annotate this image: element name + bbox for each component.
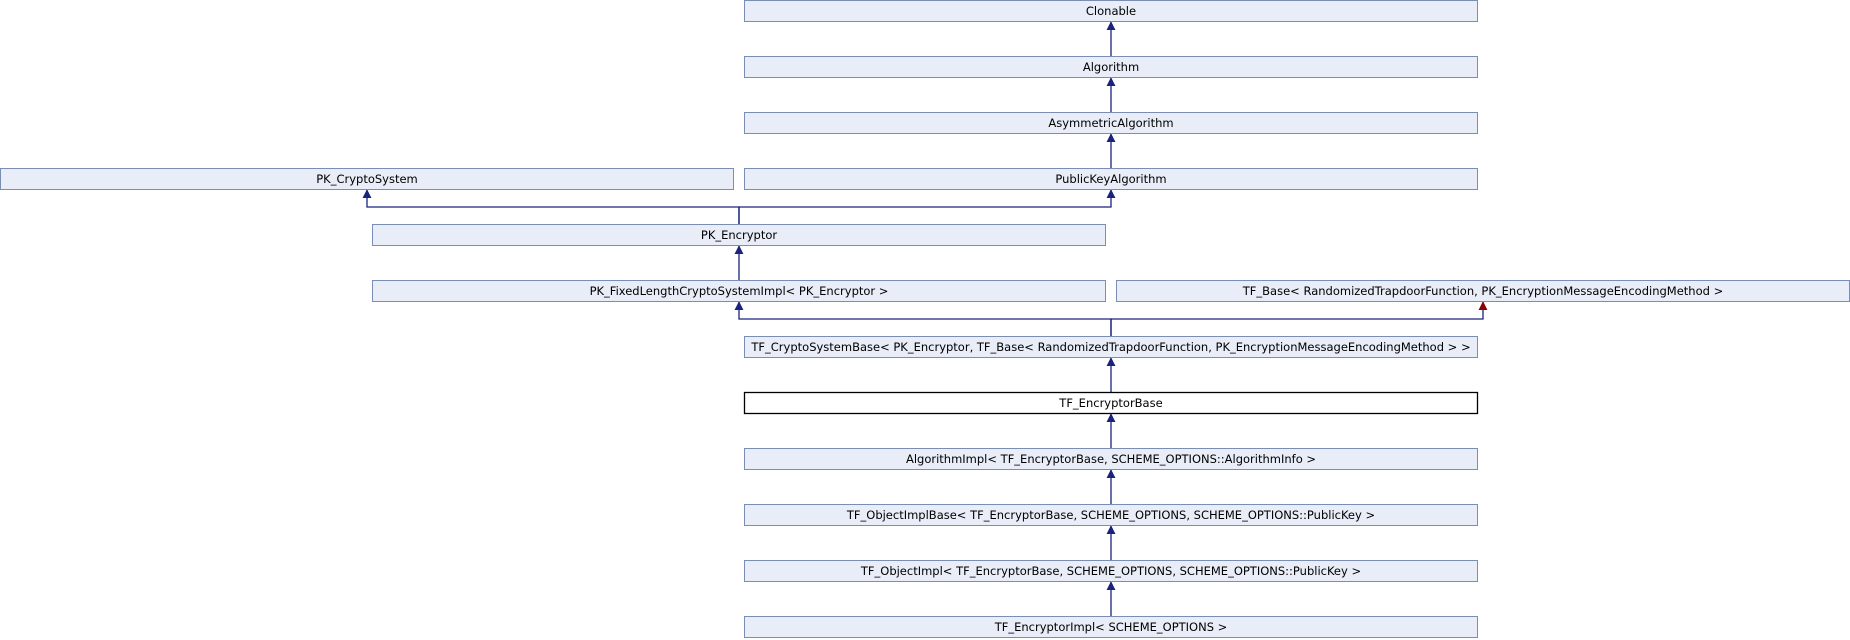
class-label: PublicKeyAlgorithm [1055,172,1166,186]
class-node-tfobjbase[interactable]: TF_ObjectImplBase< TF_EncryptorBase, SCH… [744,504,1478,526]
class-box [744,560,1478,582]
edge-tfcsb-to-tfbase [1110,301,1488,336]
edge-tfcsb-to-pkfixed [734,301,1112,336]
class-box [744,448,1478,470]
class-node-tfbase[interactable]: TF_Base< RandomizedTrapdoorFunction, PK_… [1116,280,1850,302]
edge-pkenc-to-pkcrypto [362,189,740,224]
class-node-clonable[interactable]: Clonable [744,0,1478,22]
class-node-tfobj[interactable]: TF_ObjectImpl< TF_EncryptorBase, SCHEME_… [744,560,1478,582]
class-node-algorithm[interactable]: Algorithm [744,56,1478,78]
class-box [744,616,1478,638]
class-node-algimpl[interactable]: AlgorithmImpl< TF_EncryptorBase, SCHEME_… [744,448,1478,470]
class-node-pkenc[interactable]: PK_Encryptor [372,224,1106,246]
class-node-pkcrypto[interactable]: PK_CryptoSystem [0,168,734,190]
class-label: TF_EncryptorBase [1058,396,1162,410]
class-label: TF_ObjectImpl< TF_EncryptorBase, SCHEME_… [860,564,1361,578]
class-box [744,168,1478,190]
class-label: TF_ObjectImplBase< TF_EncryptorBase, SCH… [846,508,1375,522]
class-label: Clonable [1086,4,1136,18]
class-label: TF_EncryptorImpl< SCHEME_OPTIONS > [994,620,1228,634]
class-box [744,112,1478,134]
edge-pkenc-to-pubkey [738,189,1116,224]
class-box [744,56,1478,78]
class-node-tfencimpl[interactable]: TF_EncryptorImpl< SCHEME_OPTIONS > [744,616,1478,638]
class-label: AlgorithmImpl< TF_EncryptorBase, SCHEME_… [906,452,1316,466]
class-box [0,168,734,190]
class-node-pkfixed[interactable]: PK_FixedLengthCryptoSystemImpl< PK_Encry… [372,280,1106,302]
class-box [744,0,1478,22]
class-label: AsymmetricAlgorithm [1048,116,1173,130]
class-label: PK_Encryptor [701,228,777,242]
class-label: PK_FixedLengthCryptoSystemImpl< PK_Encry… [590,284,889,298]
class-box [743,391,1479,415]
class-label: Algorithm [1083,60,1139,74]
edges-layer [362,21,1488,616]
class-label: TF_Base< RandomizedTrapdoorFunction, PK_… [1242,284,1723,298]
class-node-tfcsb[interactable]: TF_CryptoSystemBase< PK_Encryptor, TF_Ba… [744,336,1478,358]
class-label: TF_CryptoSystemBase< PK_Encryptor, TF_Ba… [750,340,1470,354]
class-node-asymmetric[interactable]: AsymmetricAlgorithm [744,112,1478,134]
class-label: PK_CryptoSystem [316,172,418,186]
class-node-pubkey[interactable]: PublicKeyAlgorithm [744,168,1478,190]
class-box [744,336,1478,358]
class-node-tfencbase[interactable]: TF_EncryptorBase [743,391,1479,415]
class-box [372,224,1106,246]
class-box [744,504,1478,526]
class-box [372,280,1106,302]
